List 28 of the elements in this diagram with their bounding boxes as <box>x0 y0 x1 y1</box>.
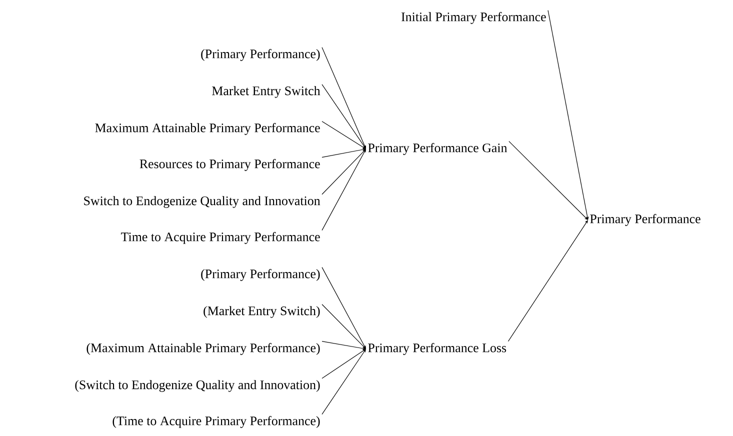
variable-label: Time to Acquire Primary Performance <box>121 232 320 244</box>
arrow <box>322 148 366 158</box>
variable-label: (Maximum Attainable Primary Performance) <box>86 343 320 355</box>
arrow <box>322 341 366 350</box>
variable-label: Market Entry Switch <box>212 86 320 98</box>
arrow <box>322 121 366 149</box>
variable-label: Switch to Endogenize Quality and Innovation <box>84 196 320 208</box>
arrow <box>322 149 366 231</box>
arrow <box>322 349 366 415</box>
variable-label: (Switch to Endogenize Quality and Innovation) <box>75 380 320 392</box>
arrow <box>322 267 366 349</box>
arrow <box>322 84 366 149</box>
arrow <box>322 47 366 149</box>
variable-label: (Market Entry Switch) <box>204 306 320 318</box>
arrow <box>322 149 366 195</box>
variable-label: (Time to Acquire Primary Performance) <box>112 416 320 428</box>
variable-label: Primary Performance Loss <box>368 343 506 355</box>
variable-label: Resources to Primary Performance <box>140 159 320 171</box>
variable-label: (Primary Performance) <box>201 269 320 281</box>
arrow <box>508 220 588 342</box>
arrow <box>548 10 589 220</box>
variable-label: Initial Primary Performance <box>401 12 546 24</box>
arrow <box>508 141 588 220</box>
variable-label: (Primary Performance) <box>201 49 320 61</box>
variable-label: Maximum Attainable Primary Performance <box>95 123 320 135</box>
arrow <box>322 304 366 349</box>
variable-label: Primary Performance <box>590 214 700 226</box>
variable-label: Primary Performance Gain <box>368 143 508 155</box>
